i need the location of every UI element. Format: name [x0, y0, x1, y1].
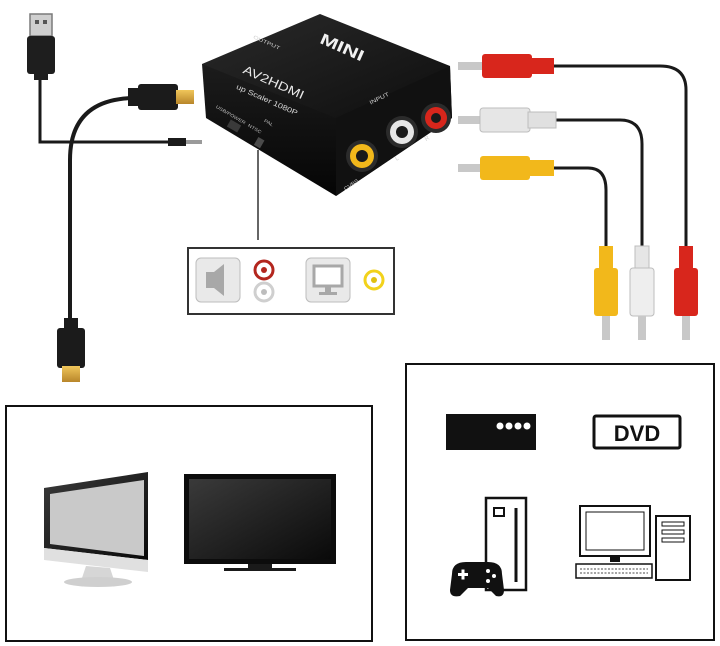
output-panel: [5, 405, 373, 642]
usb-plug: [27, 13, 55, 80]
rca-red-cable: [550, 64, 688, 252]
gamepad-icon: [450, 562, 504, 597]
desktop-pc-icon: [575, 505, 691, 581]
hdmi-cable: [68, 96, 134, 324]
computer-monitor-icon: [44, 472, 148, 587]
rca-plug-yellow-h: [458, 156, 554, 180]
audio-mini-plug: [168, 138, 202, 146]
port-l-label: L: [394, 155, 401, 162]
inset-legend: [187, 247, 395, 315]
cables: [38, 64, 688, 324]
rca-yellow-cable: [550, 166, 608, 252]
converter-box: MINI AV2HDMI up Scaler 1080P OUTPUT INPU…: [202, 14, 452, 196]
input-panel: DVD: [405, 363, 715, 641]
jack-cvbs: [346, 140, 378, 172]
rca-plug-white-v: [629, 245, 655, 340]
dvd-label: DVD: [614, 421, 660, 446]
audio-rca-white-icon: [253, 281, 275, 303]
flat-tv-icon: [184, 474, 336, 571]
monitor-icon: [305, 257, 351, 303]
hdmi-plug-top: [128, 84, 194, 110]
usb-power-port: [226, 119, 242, 133]
rca-plug-yellow-v: [594, 246, 618, 340]
rca-plug-red-v: [674, 246, 698, 340]
hdmi-plug-bottom: [57, 318, 85, 382]
jack-r: [421, 103, 451, 133]
rca-plug-red-h: [458, 54, 554, 78]
dvd-icon: DVD: [592, 414, 682, 450]
set-top-box-icon: [446, 414, 536, 450]
video-rca-yellow-icon: [363, 269, 385, 291]
converter-top: [202, 14, 450, 118]
speaker-icon: [195, 257, 241, 303]
audio-rca-red-icon: [253, 259, 275, 281]
rca-white-cable: [552, 118, 644, 252]
rca-plug-white-h: [458, 107, 557, 133]
usb-cable: [38, 76, 172, 144]
ntsc-pal-switch: [253, 137, 265, 149]
port-r-label: R: [424, 135, 432, 143]
switch-pal-label: PAL: [263, 118, 275, 128]
jack-l: [386, 116, 418, 148]
